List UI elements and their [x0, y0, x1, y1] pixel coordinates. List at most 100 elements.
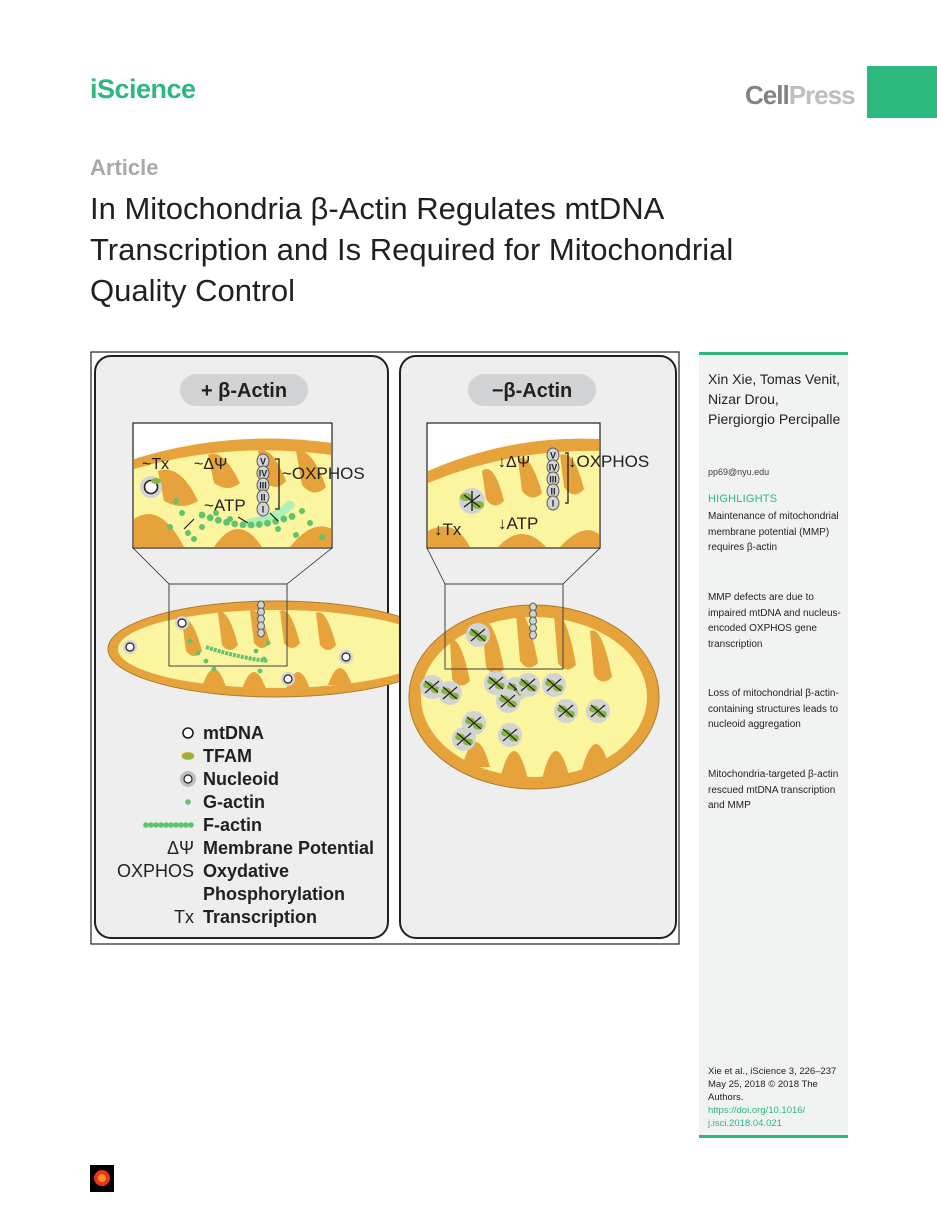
legend-label: mtDNA: [203, 723, 264, 743]
complex-label: IV: [259, 469, 268, 479]
right-label-tx: ↓Tx: [434, 520, 462, 539]
right-oxphos-bracket: [565, 452, 569, 504]
complex-label: II: [550, 487, 555, 497]
left-panel-title-pill: [180, 374, 308, 406]
legend-f-actin-icon: [163, 822, 169, 828]
g-actin-dot: [319, 534, 325, 540]
g-actin-dot: [187, 638, 193, 644]
g-actin-dot: [173, 498, 179, 504]
legend-symbol: Tx: [174, 907, 194, 927]
complex-label: V: [260, 457, 266, 467]
citation: Xie et al., iScience 3, 226–237 May 25, …: [708, 1066, 837, 1103]
complex-I: [546, 495, 560, 511]
legend-label: Oxydative: [203, 861, 289, 881]
f-actin-bead: [255, 521, 263, 528]
highlight-item: Maintenance of mitochondrial membrane po…: [708, 511, 839, 554]
right-label-membrane-potential: ↓ΔΨ: [498, 454, 530, 471]
figure-dynamic-layer: VIVIIIIIIVIVIIIIII~Tx~ΔΨ~OXPHOS~ATP↓ΔΨ↓O…: [117, 447, 649, 927]
g-actin-dot: [265, 640, 271, 646]
graphical-abstract: + β-Actin: [90, 351, 680, 945]
f-actin-bead: [214, 516, 222, 524]
aggregated-nucleoids: [420, 623, 610, 751]
title-line: Quality Control: [90, 273, 296, 308]
left-label-membrane-potential: ~ΔΨ: [194, 456, 227, 473]
arrow: [183, 518, 195, 530]
f-actin-bead: [198, 511, 206, 519]
legend-f-actin-icon: [168, 822, 174, 828]
legend-label: Nucleoid: [203, 769, 279, 789]
f-actin-bead: [231, 520, 239, 528]
publisher-logo-cell: Cell: [745, 80, 790, 110]
legend-row: Phosphorylation: [203, 884, 345, 904]
f-actin-bead: [280, 515, 288, 523]
right-panel-title: −β-Actin: [492, 380, 573, 402]
g-actin-dot: [185, 530, 191, 536]
complex-label: II: [260, 493, 265, 503]
arrow: [269, 512, 279, 522]
legend-tfam-icon: [181, 752, 195, 760]
right-panel-title-pill: [468, 374, 596, 406]
title-line: In Mitochondria β-Actin Regulates mtDNA: [90, 191, 665, 226]
corresponding-email[interactable]: pp69@nyu.edu: [708, 467, 770, 477]
article-type: Article: [90, 155, 159, 180]
complex-I: [256, 501, 270, 517]
legend-label: Phosphorylation: [203, 884, 345, 904]
g-actin-dot: [179, 510, 185, 516]
legend-row: Nucleoid: [180, 769, 279, 789]
legend-nucleoid-core: [183, 774, 193, 784]
g-actin-dot: [253, 648, 259, 654]
g-actin-dot: [199, 524, 205, 530]
legend-label: Membrane Potential: [203, 838, 374, 858]
title-line: Transcription and Is Required for Mitoch…: [90, 232, 734, 267]
f-actin-bead: [223, 518, 230, 526]
g-actin-dot: [213, 510, 219, 516]
right-mito-oxphos-complexes: [529, 602, 537, 640]
left-panel-title: + β-Actin: [201, 380, 287, 402]
publisher-logo-press: Press: [788, 80, 856, 110]
f-actin-bead: [206, 514, 214, 522]
g-actin-dot: [191, 536, 197, 542]
highlight-item: MMP defects are due to impaired mtDNA an…: [708, 592, 841, 650]
arrow: [237, 516, 249, 524]
crossmark-icon[interactable]: [90, 1165, 114, 1192]
left-label-tx: ~Tx: [142, 456, 169, 473]
legend-f-actin-icon: [183, 822, 189, 828]
legend-f-actin-icon: [148, 822, 154, 828]
complex-label: IV: [549, 463, 558, 473]
g-actin-dot: [203, 658, 209, 664]
complex-label: III: [549, 475, 557, 485]
f-actin-bead: [239, 521, 247, 529]
complex-I: [529, 630, 537, 640]
legend-f-actin-icon: [188, 822, 194, 828]
right-label-atp: ↓ATP: [498, 514, 538, 533]
doi-link[interactable]: https://doi.org/10.1016/ j.isci.2018.04.…: [708, 1105, 806, 1129]
g-actin-dot: [195, 650, 201, 656]
g-actin-dot: [261, 656, 267, 662]
complex-label: I: [262, 505, 265, 515]
highlights-title: HIGHLIGHTS: [708, 493, 778, 505]
highlight-item: Mitochondria-targeted β-actin rescued mt…: [708, 769, 839, 812]
right-zoom-connectors: [426, 547, 601, 585]
left-zoom-inset: [132, 422, 333, 549]
legend-row: mtDNA: [182, 723, 264, 743]
header-accent-tab: [867, 66, 937, 118]
left-label-atp: ~ATP: [204, 496, 246, 515]
legend-f-actin-icon: [178, 822, 184, 828]
legend-g-actin-icon: [185, 799, 191, 805]
g-actin-dot: [257, 668, 263, 674]
g-actin-dot: [307, 520, 313, 526]
complex-label: I: [552, 499, 555, 509]
sidebar: Xin Xie, Tomas Venit, Nizar Drou, Piergi…: [699, 352, 848, 1138]
legend-label: F-actin: [203, 815, 262, 835]
left-oxphos-bracket: [275, 458, 280, 510]
right-mitochondrion: [408, 583, 660, 790]
f-actin-bead: [288, 513, 296, 520]
complex-I: [257, 628, 265, 638]
f-actin-bead: [247, 521, 255, 529]
highlight-item: Loss of mitochondrial β-actin-containing…: [708, 688, 839, 731]
legend-row: TFAM: [181, 746, 252, 766]
